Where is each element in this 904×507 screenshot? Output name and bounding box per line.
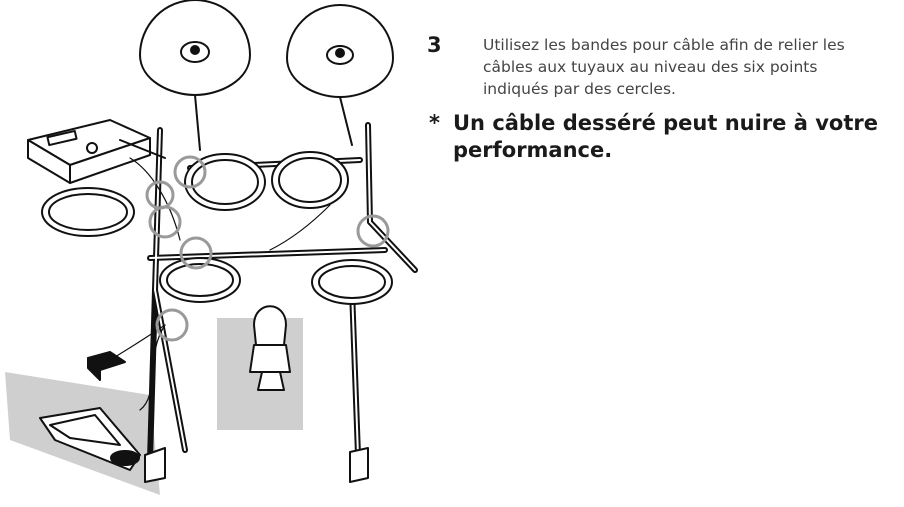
instructions-panel: 3 Utilisez les bandes pour câble afin de… [425, 34, 895, 164]
step-3: 3 Utilisez les bandes pour câble afin de… [425, 34, 895, 100]
cable-tie-marker-4 [356, 214, 390, 248]
stand-foot-left [144, 447, 166, 483]
footswitch-box [87, 351, 126, 381]
ride-cymbal-right [286, 4, 394, 146]
crash-cymbal-left [139, 0, 251, 151]
hihat-pad [41, 187, 135, 237]
step-number: 3 [427, 33, 442, 57]
cable-tie-marker-5 [155, 308, 189, 342]
warning-note: * Un câble desséré peut nuire à votre pe… [425, 110, 895, 164]
cable-tie-markers [145, 155, 390, 342]
note-text: Un câble desséré peut nuire à votre perf… [453, 111, 878, 162]
tom-pad-2 [271, 151, 349, 209]
cable-tie-marker-6 [145, 180, 175, 210]
kick-pad [249, 305, 291, 391]
stand-foot-right [349, 447, 369, 483]
drum-kit-illustration [5, 0, 418, 495]
tom-pad-1 [184, 153, 266, 211]
drum-module [27, 119, 166, 184]
cable-tie-marker-3 [179, 236, 213, 270]
floor-tom-pad [311, 259, 393, 305]
hihat-pedal [39, 407, 141, 471]
cable-tie-marker-1 [173, 155, 207, 189]
step-description: Utilisez les bandes pour câble afin de r… [483, 36, 845, 98]
snare-pad [159, 257, 241, 303]
note-marker: * [429, 111, 440, 135]
